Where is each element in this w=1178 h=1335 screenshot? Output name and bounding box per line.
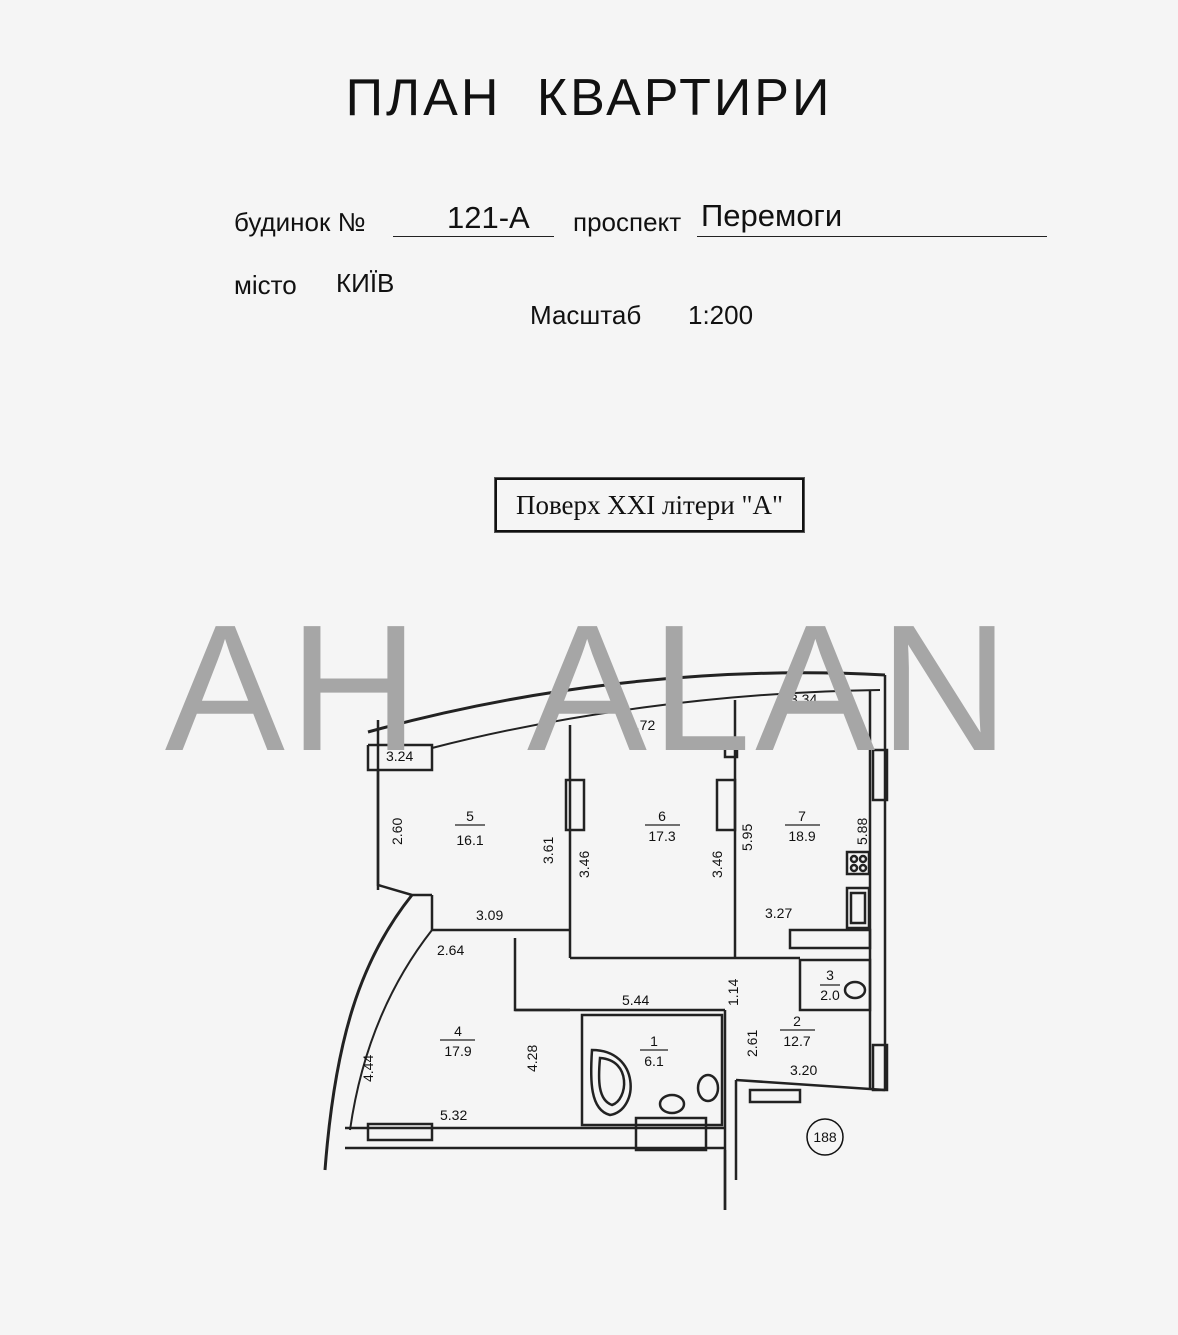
- room-1-area: 6.1: [644, 1053, 664, 1069]
- room-3-area: 2.0: [820, 987, 840, 1003]
- dim-4-28: 4.28: [524, 1045, 540, 1072]
- dim-2-61: 2.61: [744, 1030, 760, 1057]
- room-5-number: 5: [466, 808, 474, 824]
- street-name-underline: [697, 236, 1047, 237]
- dim-2-72: 2.72: [628, 717, 655, 733]
- dim-3-46-right: 3.46: [709, 851, 725, 878]
- room-4-area: 17.9: [444, 1043, 471, 1059]
- street-type-label: проспект: [573, 207, 682, 237]
- dim-5-95: 5.95: [739, 824, 755, 851]
- dim-3-24: 3.24: [386, 748, 413, 764]
- dim-3-27: 3.27: [765, 905, 792, 921]
- city-label: місто: [234, 270, 297, 300]
- city-name: КИЇВ: [336, 268, 395, 298]
- dim-3-20: 3.20: [790, 1062, 817, 1078]
- dim-3-61: 3.61: [540, 837, 556, 864]
- room-6-number: 6: [658, 808, 666, 824]
- room-5-area: 16.1: [456, 832, 483, 848]
- dim-3-46-left: 3.46: [576, 851, 592, 878]
- plan-fraction-lines: [440, 824, 840, 1051]
- dim-5-88: 5.88: [854, 818, 870, 845]
- watermark: AH ALAN: [164, 588, 1014, 789]
- dim-3-09: 3.09: [476, 907, 503, 923]
- room-6-area: 17.3: [648, 828, 675, 844]
- apartment-number: 188: [813, 1129, 837, 1145]
- apartment-number-badge: 188: [806, 1118, 844, 1156]
- room-3-number: 3: [826, 967, 834, 983]
- room-1-number: 1: [650, 1033, 658, 1049]
- plan-walls: [323, 671, 889, 1210]
- house-label: будинок №: [234, 207, 366, 237]
- room-7-area: 18.9: [788, 828, 815, 844]
- dim-2-64: 2.64: [437, 942, 464, 958]
- room-2-area: 12.7: [783, 1033, 810, 1049]
- floor-label-box: Поверх XXI літери "А": [495, 478, 804, 532]
- dim-5-44: 5.44: [622, 992, 649, 1008]
- room-labels: 5 16.1 6 17.3 7 18.9 3 2.0 4 17.9 1 6.1 …: [444, 808, 840, 1069]
- scale-label: Масштаб: [530, 300, 642, 330]
- dimension-labels: 3.24 2.72 3.34 3.09 3.27 2.64 5.44 5.32 …: [360, 691, 870, 1123]
- house-number: 121-А: [447, 200, 530, 235]
- house-number-underline: [393, 236, 554, 237]
- dim-2-60: 2.60: [389, 818, 405, 845]
- dim-5-32: 5.32: [440, 1107, 467, 1123]
- dim-1-14: 1.14: [725, 979, 741, 1006]
- room-4-number: 4: [454, 1023, 462, 1039]
- room-7-number: 7: [798, 808, 806, 824]
- page-title: ПЛАН КВАРТИРИ: [345, 69, 833, 127]
- street-name: Перемоги: [701, 198, 843, 233]
- dim-4-44: 4.44: [360, 1055, 376, 1082]
- dim-3-34: 3.34: [790, 691, 817, 707]
- room-2-number: 2: [793, 1013, 801, 1029]
- scale-value: 1:200: [688, 300, 754, 330]
